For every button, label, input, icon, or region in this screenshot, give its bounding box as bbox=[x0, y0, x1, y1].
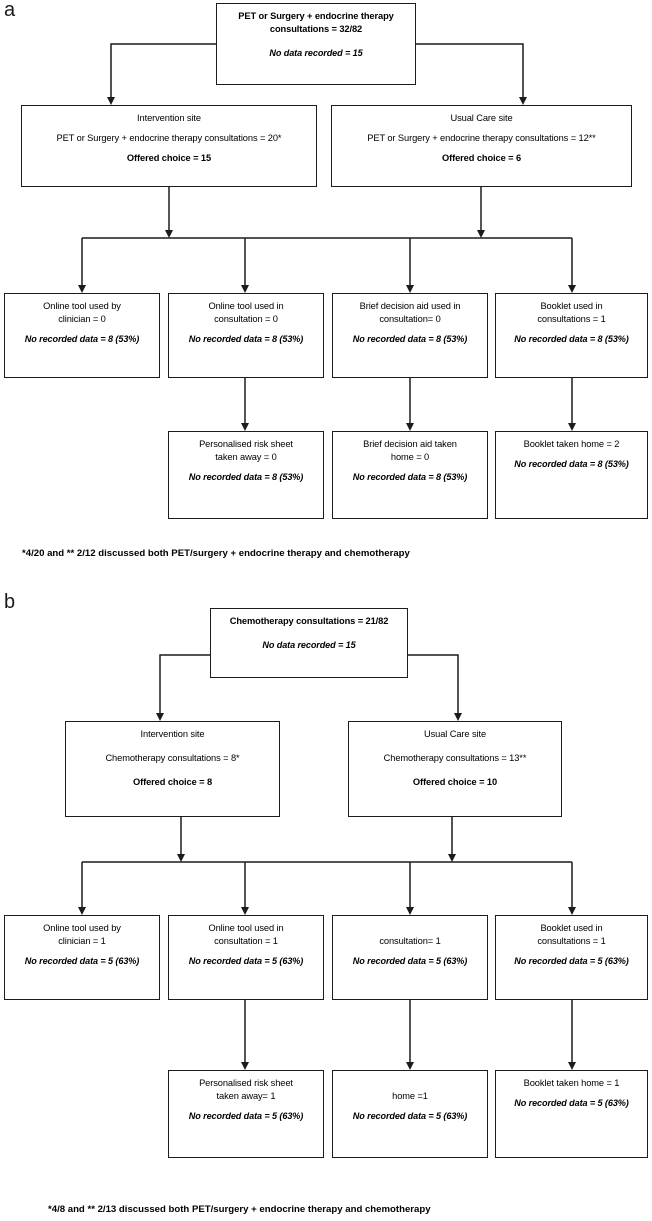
panel-b-use-node-3: consultation= 1 No recorded data = 5 (63… bbox=[332, 915, 488, 1000]
panel-a-take-node-2: Brief decision aid taken home = 0 No rec… bbox=[332, 431, 488, 519]
node-title: Usual Care site bbox=[423, 729, 487, 739]
panel-a-use-node-3: Brief decision aid used in consultation=… bbox=[332, 293, 488, 378]
node-line-1: Booklet used in bbox=[540, 923, 603, 933]
node-title: Usual Care site bbox=[450, 113, 513, 123]
panel-a-take-node-3: Booklet taken home = 2 No recorded data … bbox=[495, 431, 648, 519]
node-detail: Chemotherapy consultations = 8* bbox=[105, 753, 240, 763]
panel-b-root-node: Chemotherapy consultations = 21/82 No da… bbox=[210, 608, 408, 678]
panel-a-take-node-1: Personalised risk sheet taken away = 0 N… bbox=[168, 431, 324, 519]
node-note: No recorded data = 8 (53%) bbox=[514, 459, 629, 469]
node-line-1: Brief decision aid taken bbox=[363, 439, 457, 449]
node-choice: Offered choice = 15 bbox=[126, 153, 212, 163]
node-choice: Offered choice = 8 bbox=[132, 777, 213, 787]
node-line-1: Personalised risk sheet bbox=[199, 1078, 293, 1088]
node-note: No recorded data = 8 (53%) bbox=[188, 334, 304, 344]
node-detail: PET or Surgery + endocrine therapy consu… bbox=[56, 133, 282, 143]
node-line-2: taken away = 0 bbox=[215, 452, 277, 462]
panel-a-use-node-4: Booklet used in consultations = 1 No rec… bbox=[495, 293, 648, 378]
panel-b-use-node-4: Booklet used in consultations = 1 No rec… bbox=[495, 915, 648, 1000]
node-line-2: clinician = 0 bbox=[58, 314, 106, 324]
panel-b-footnote: *4/8 and ** 2/13 discussed both PET/surg… bbox=[48, 1204, 431, 1215]
node-line-1: Chemotherapy consultations = 21/82 bbox=[229, 616, 389, 626]
panel-b-use-node-2: Online tool used in consultation = 1 No … bbox=[168, 915, 324, 1000]
panel-b-take-node-3: Booklet taken home = 1 No recorded data … bbox=[495, 1070, 648, 1158]
node-line-2: taken away= 1 bbox=[216, 1091, 276, 1101]
node-line-1: Online tool used in bbox=[208, 301, 284, 311]
node-choice: Offered choice = 6 bbox=[441, 153, 522, 163]
node-line-1: Online tool used by bbox=[43, 301, 121, 311]
node-line-1: Booklet used in bbox=[540, 301, 603, 311]
panel-b-site-intervention: Intervention site Chemotherapy consultat… bbox=[65, 721, 280, 817]
node-line-1: home =1 bbox=[392, 1091, 428, 1101]
node-note: No recorded data = 5 (63%) bbox=[514, 1098, 629, 1108]
node-line-1: PET or Surgery + endocrine therapy bbox=[238, 11, 394, 21]
panel-a-root-node: PET or Surgery + endocrine therapy consu… bbox=[216, 3, 416, 85]
node-choice: Offered choice = 10 bbox=[412, 777, 498, 787]
node-line-2: consultation= 0 bbox=[379, 314, 441, 324]
node-line-1: Brief decision aid used in bbox=[359, 301, 461, 311]
node-note: No recorded data = 8 (53%) bbox=[24, 334, 140, 344]
panel-b-use-node-1: Online tool used by clinician = 1 No rec… bbox=[4, 915, 160, 1000]
node-note: No recorded data = 8 (53%) bbox=[352, 472, 468, 482]
panel-a-use-node-2: Online tool used in consultation = 0 No … bbox=[168, 293, 324, 378]
node-line-2: consultations = 1 bbox=[537, 314, 606, 324]
panel-letter-b: b bbox=[4, 591, 16, 613]
panel-b-take-node-2: home =1 No recorded data = 5 (63%) bbox=[332, 1070, 488, 1158]
node-note: No recorded data = 8 (53%) bbox=[188, 472, 304, 482]
node-note: No recorded data = 5 (63%) bbox=[24, 956, 140, 966]
node-note: No recorded data = 5 (63%) bbox=[188, 956, 304, 966]
node-note: No recorded data = 5 (63%) bbox=[188, 1111, 304, 1121]
panel-a-use-node-1: Online tool used by clinician = 0 No rec… bbox=[4, 293, 160, 378]
node-line-2: consultations = 1 bbox=[537, 936, 606, 946]
node-note: No recorded data = 5 (63%) bbox=[352, 956, 468, 966]
node-detail: PET or Surgery + endocrine therapy consu… bbox=[367, 133, 596, 143]
node-line-2: home = 0 bbox=[390, 452, 430, 462]
node-note: No recorded data = 8 (53%) bbox=[352, 334, 468, 344]
node-line-2: consultation = 1 bbox=[214, 936, 278, 946]
node-note: No data recorded = 15 bbox=[269, 48, 363, 58]
node-note: No recorded data = 5 (63%) bbox=[514, 956, 629, 966]
node-line-1: consultation= 1 bbox=[379, 936, 441, 946]
node-line-1: Booklet taken home = 1 bbox=[523, 1078, 620, 1088]
node-note: No recorded data = 5 (63%) bbox=[352, 1111, 468, 1121]
node-note: No recorded data = 8 (53%) bbox=[514, 334, 629, 344]
panel-a-footnote: *4/20 and ** 2/12 discussed both PET/sur… bbox=[22, 548, 410, 559]
panel-a-site-usual-care: Usual Care site PET or Surgery + endocri… bbox=[331, 105, 632, 187]
node-line-1: Personalised risk sheet bbox=[199, 439, 293, 449]
node-title: Intervention site bbox=[137, 113, 201, 123]
node-line-2: clinician = 1 bbox=[58, 936, 106, 946]
node-line-1: Online tool used by bbox=[43, 923, 121, 933]
node-line-2: consultation = 0 bbox=[214, 314, 278, 324]
node-line-2: consultations = 32/82 bbox=[269, 24, 363, 34]
node-detail: Chemotherapy consultations = 13** bbox=[383, 753, 527, 763]
panel-letter-a: a bbox=[4, 0, 16, 21]
panel-a-site-intervention: Intervention site PET or Surgery + endoc… bbox=[21, 105, 317, 187]
node-note: No data recorded = 15 bbox=[262, 640, 356, 650]
node-line-1: Booklet taken home = 2 bbox=[523, 439, 620, 449]
node-line-1: Online tool used in bbox=[208, 923, 284, 933]
node-title: Intervention site bbox=[140, 729, 205, 739]
panel-b-take-node-1: Personalised risk sheet taken away= 1 No… bbox=[168, 1070, 324, 1158]
panel-b-site-usual-care: Usual Care site Chemotherapy consultatio… bbox=[348, 721, 562, 817]
